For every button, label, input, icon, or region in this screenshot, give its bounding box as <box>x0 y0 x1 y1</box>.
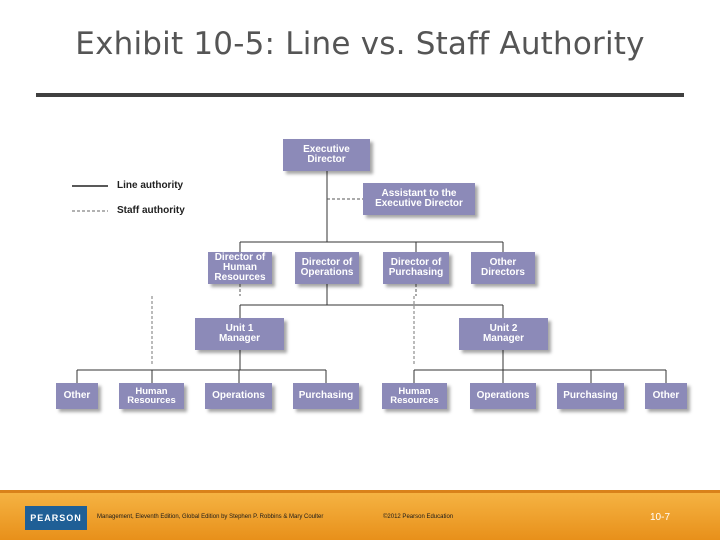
unit2-staff-hr-box: Human Resources <box>382 383 447 409</box>
legend-staff-label: Staff authority <box>117 205 185 216</box>
page-number: 10-7 <box>650 512 671 523</box>
unit2-staff-operations-box: Operations <box>470 383 536 409</box>
director-hr-box: Director of Human Resources <box>208 252 272 284</box>
assistant-box: Assistant to the Executive Director <box>363 183 475 215</box>
executive-director-box: Executive Director <box>283 139 370 171</box>
director-operations-box: Director of Operations <box>295 252 359 284</box>
unit2-staff-purchasing-box: Purchasing <box>557 383 624 409</box>
legend-line-label: Line authority <box>117 180 184 191</box>
director-other-box: Other Directors <box>471 252 535 284</box>
unit2-staff-other-box: Other <box>645 383 687 409</box>
footer-book-credit: Management, Eleventh Edition, Global Edi… <box>97 514 324 520</box>
director-purchasing-box: Director of Purchasing <box>383 252 449 284</box>
footer-top-edge <box>0 490 720 493</box>
slide-title: Exhibit 10-5: Line vs. Staff Authority <box>75 26 645 62</box>
unit1-staff-other-box: Other <box>56 383 98 409</box>
pearson-logo: PEARSON <box>25 506 87 530</box>
title-divider <box>36 93 684 97</box>
unit1-staff-operations-box: Operations <box>205 383 272 409</box>
footer-copyright: ©2012 Pearson Education <box>383 514 454 520</box>
footer-bar <box>0 490 720 540</box>
unit1-staff-purchasing-box: Purchasing <box>293 383 359 409</box>
unit1-staff-hr-box: Human Resources <box>119 383 184 409</box>
unit2-manager-box: Unit 2 Manager <box>459 318 548 350</box>
unit1-manager-box: Unit 1 Manager <box>195 318 284 350</box>
